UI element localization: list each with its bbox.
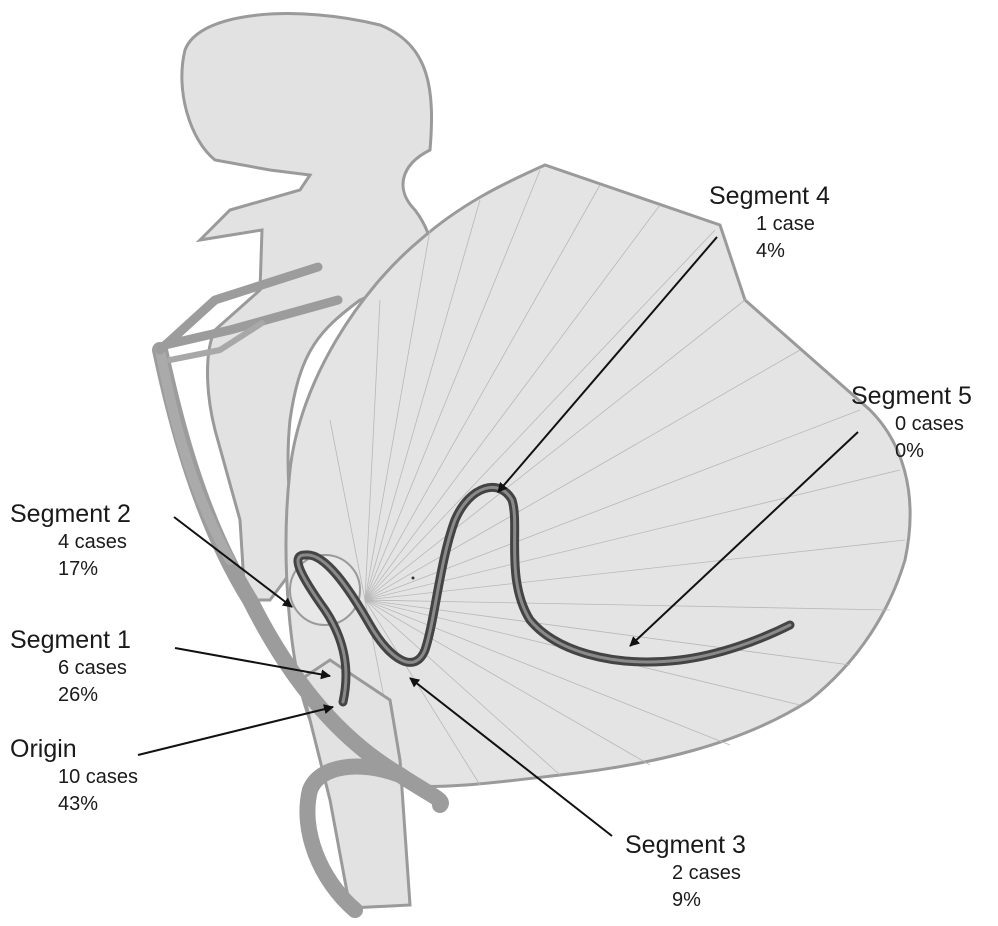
segment1-name: Segment 1 [10, 625, 131, 655]
origin-label: Origin 10 cases 43% [10, 734, 138, 818]
segment5-label: Segment 5 0 cases 0% [851, 381, 972, 465]
segment2-percent: 17% [10, 556, 131, 583]
segment5-cases: 0 cases [851, 411, 972, 438]
segment2-label: Segment 2 4 cases 17% [10, 499, 131, 583]
segment5-percent: 0% [851, 438, 972, 465]
origin-name: Origin [10, 734, 138, 764]
segment2-cases: 4 cases [10, 529, 131, 556]
segment4-percent: 4% [709, 238, 830, 265]
segment5-name: Segment 5 [851, 381, 972, 411]
segment1-cases: 6 cases [10, 655, 131, 682]
segment3-name: Segment 3 [625, 830, 746, 860]
segment1-label: Segment 1 6 cases 26% [10, 625, 131, 709]
segment3-percent: 9% [625, 887, 746, 914]
origin-cases: 10 cases [10, 764, 138, 791]
segment4-label: Segment 4 1 case 4% [709, 181, 830, 265]
segment2-name: Segment 2 [10, 499, 131, 529]
segment1-percent: 26% [10, 682, 131, 709]
segment4-name: Segment 4 [709, 181, 830, 211]
segment4-cases: 1 case [709, 211, 830, 238]
origin-percent: 43% [10, 791, 138, 818]
segment3-cases: 2 cases [625, 860, 746, 887]
segment3-label: Segment 3 2 cases 9% [625, 830, 746, 914]
arrow-origin [138, 707, 333, 755]
